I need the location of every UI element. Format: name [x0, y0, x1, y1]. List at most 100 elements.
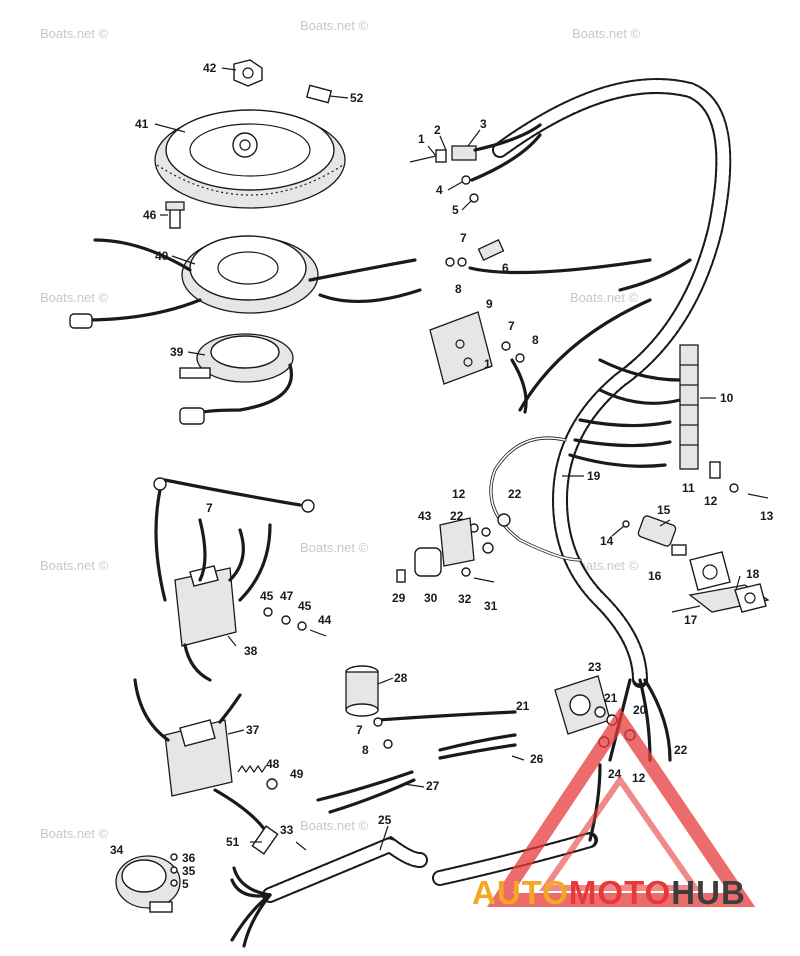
- leader-lines: [154, 67, 741, 851]
- label-10: 10: [720, 391, 734, 405]
- part-25-harness: [230, 763, 602, 948]
- label-14: 14: [600, 534, 614, 548]
- label-15: 15: [657, 503, 671, 517]
- label-28: 28: [394, 671, 408, 685]
- label-44: 44: [318, 613, 332, 627]
- logo-part-hub: HUB: [671, 874, 746, 911]
- automotohub-logo: AUTOMOTOHUB: [472, 707, 756, 911]
- logo-part-moto: MOTO: [569, 874, 671, 911]
- logo-triangle: [486, 707, 756, 907]
- label-7: 7: [508, 319, 515, 333]
- part-10-terminal-block: [679, 344, 699, 470]
- part-6-8-hardware: [445, 239, 652, 275]
- label-21: 21: [604, 691, 618, 705]
- label-51: 51: [226, 835, 240, 849]
- label-8: 8: [362, 743, 369, 757]
- label-29: 29: [392, 591, 406, 605]
- label-22: 22: [674, 743, 688, 757]
- label-11: 11: [682, 481, 695, 495]
- watermark: Boats.net ©: [570, 558, 639, 573]
- label-8: 8: [455, 282, 462, 296]
- label-48: 48: [266, 757, 280, 771]
- watermark: Boats.net ©: [40, 290, 109, 305]
- label-13: 13: [760, 509, 774, 523]
- label-5: 5: [452, 203, 459, 217]
- part-38-cd-unit: [153, 477, 315, 682]
- watermark: Boats.net ©: [300, 540, 369, 555]
- label-46: 46: [143, 208, 157, 222]
- label-3: 3: [480, 117, 487, 131]
- label-30: 30: [424, 591, 438, 605]
- label-19: 19: [587, 469, 601, 483]
- part-11-13-hardware: [709, 461, 769, 499]
- label-25: 25: [378, 813, 392, 827]
- part-42-nut: [233, 59, 263, 87]
- logo-part-auto: AUTO: [472, 874, 569, 911]
- label-4: 4: [436, 183, 443, 197]
- label-40: 40: [155, 249, 169, 263]
- label-33: 33: [280, 823, 294, 837]
- watermark: Boats.net ©: [40, 826, 109, 841]
- part-29-32-43-relay: [396, 517, 495, 583]
- label-2: 2: [434, 123, 441, 137]
- part-52-key: [305, 84, 333, 104]
- label-12: 12: [452, 487, 466, 501]
- label-41: 41: [135, 117, 149, 131]
- label-16: 16: [648, 569, 662, 583]
- label-38: 38: [244, 644, 258, 658]
- part-23-solenoid: [554, 675, 636, 748]
- label-1: 1: [484, 357, 491, 371]
- label-9: 9: [486, 297, 493, 311]
- part-46-bolt: [165, 201, 185, 229]
- label-49: 49: [290, 767, 304, 781]
- label-36: 36: [182, 851, 196, 865]
- label-6: 6: [502, 261, 509, 275]
- label-31: 31: [484, 599, 498, 613]
- label-26: 26: [530, 752, 544, 766]
- label-12: 12: [704, 494, 718, 508]
- part-12-22-mid-hardware: [469, 513, 511, 554]
- watermark: Boats.net ©: [40, 558, 109, 573]
- label-12: 12: [632, 771, 646, 785]
- label-32: 32: [458, 592, 472, 606]
- part-14-18-key-switch: [622, 515, 770, 613]
- part-44-47-hardware: [263, 607, 327, 637]
- label-7: 7: [356, 723, 363, 737]
- label-5: 5: [182, 877, 189, 891]
- label-7: 7: [460, 231, 467, 245]
- label-43: 43: [418, 509, 432, 523]
- label-37: 37: [246, 723, 260, 737]
- watermark: Boats.net ©: [40, 26, 109, 41]
- part-9-terminal-board: [429, 311, 528, 414]
- label-18: 18: [746, 567, 760, 581]
- main-wire-harness: [489, 78, 732, 762]
- label-22: 22: [450, 509, 464, 523]
- part-21-26-27-wires: [316, 733, 525, 814]
- part-1-5-hardware: [409, 123, 542, 203]
- label-39: 39: [170, 345, 184, 359]
- label-34: 34: [110, 843, 124, 857]
- part-37-coil: [133, 678, 279, 855]
- label-21: 21: [516, 699, 530, 713]
- label-1: 1: [418, 132, 425, 146]
- watermark: Boats.net ©: [572, 26, 641, 41]
- part-41-flywheel: [154, 109, 346, 209]
- label-17: 17: [684, 613, 698, 627]
- part-48-49-spring-nut: [237, 764, 278, 790]
- label-45: 45: [260, 589, 274, 603]
- label-23: 23: [588, 660, 602, 674]
- label-45: 45: [298, 599, 312, 613]
- watermark: Boats.net ©: [300, 818, 369, 833]
- watermark: Boats.net ©: [570, 290, 639, 305]
- part-34-gauge: [115, 853, 181, 913]
- part-39-trigger: [179, 333, 294, 425]
- part-40-stator: [69, 235, 422, 329]
- label-8: 8: [532, 333, 539, 347]
- label-47: 47: [280, 589, 294, 603]
- watermark: Boats.net ©: [300, 18, 369, 33]
- label-20: 20: [633, 703, 647, 717]
- label-27: 27: [426, 779, 440, 793]
- label-42: 42: [203, 61, 217, 75]
- label-7: 7: [206, 501, 213, 515]
